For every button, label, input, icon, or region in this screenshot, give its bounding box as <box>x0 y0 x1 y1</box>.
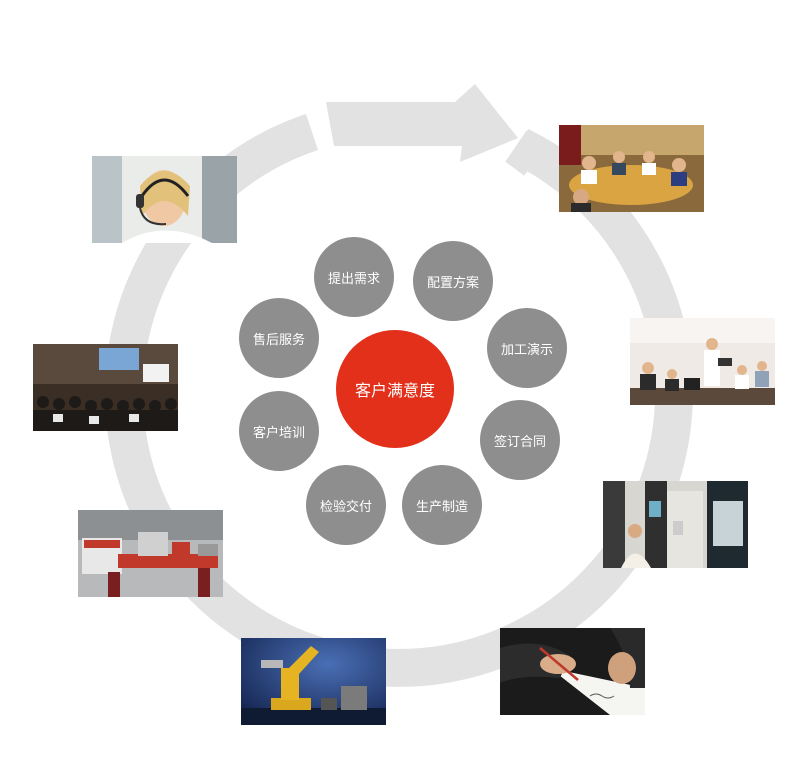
step-label: 检验交付 <box>319 499 372 515</box>
industrial-robot-icon <box>241 638 386 725</box>
photo-signing <box>500 628 645 715</box>
office-demo-icon <box>630 318 775 405</box>
photo-customer-service <box>92 156 237 243</box>
step-label: 客户培训 <box>252 425 305 441</box>
photo-robot <box>241 638 386 725</box>
conference-table-icon <box>559 125 704 212</box>
cnc-machines-icon <box>603 481 748 568</box>
photo-training-hall <box>33 344 178 431</box>
step-label: 配置方案 <box>426 275 479 291</box>
step-requirement: 提出需求 <box>314 237 394 317</box>
photo-meeting <box>559 125 704 212</box>
auditorium-icon <box>33 344 178 431</box>
center-label: 客户满意度 <box>354 381 435 400</box>
step-delivery: 检验交付 <box>306 465 386 545</box>
step-training: 客户培训 <box>239 391 319 471</box>
step-aftersales: 售后服务 <box>239 298 319 378</box>
cycle-arrow-icon <box>326 84 518 162</box>
step-label: 生产制造 <box>415 499 468 515</box>
center-customer-satisfaction: 客户满意度 <box>336 330 454 448</box>
hand-signing-icon <box>500 628 645 715</box>
step-label: 售后服务 <box>252 332 305 348</box>
step-demo: 加工演示 <box>487 308 567 388</box>
step-plan: 配置方案 <box>413 241 493 321</box>
step-contract: 签订合同 <box>480 400 560 480</box>
step-label: 提出需求 <box>327 271 380 287</box>
step-label: 加工演示 <box>500 342 553 358</box>
photo-presentation <box>630 318 775 405</box>
photo-lathe <box>78 510 223 597</box>
step-label: 签订合同 <box>493 434 546 450</box>
headset-operator-icon <box>92 156 237 243</box>
step-production: 生产制造 <box>402 465 482 545</box>
lathe-machine-icon <box>78 510 223 597</box>
photo-machine-hall <box>603 481 748 568</box>
